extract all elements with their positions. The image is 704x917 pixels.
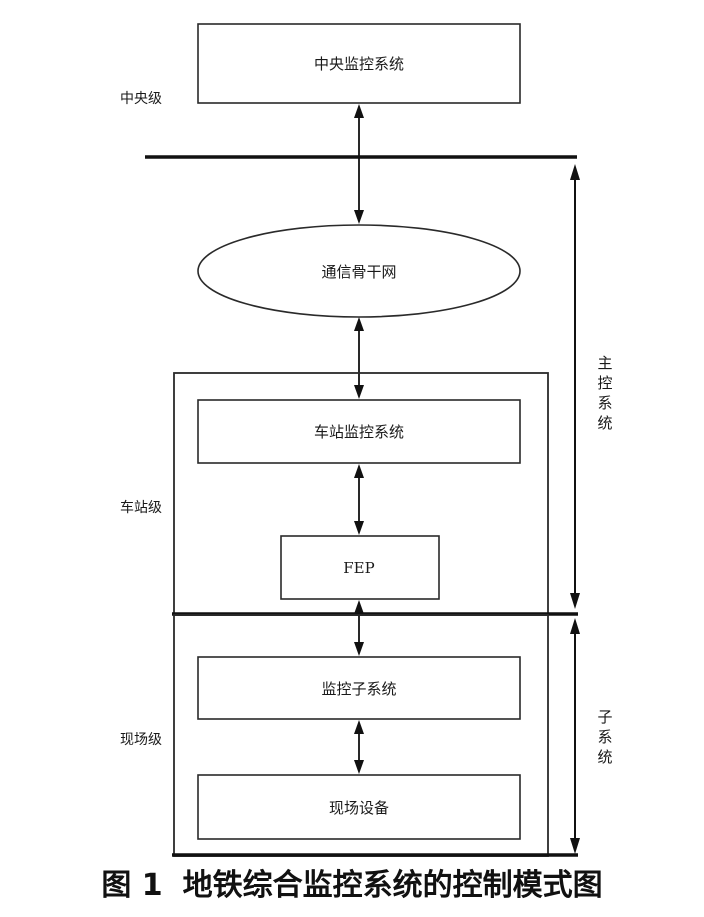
- field-level-label: 现场级: [120, 732, 162, 748]
- central-monitoring-system-label: 中央监控系统: [314, 55, 404, 73]
- fep-box: [280, 535, 440, 600]
- main-control-label-char-4: 统: [597, 414, 612, 432]
- station-monitoring-system-box: [197, 399, 521, 464]
- main-control-label-char-1: 主: [597, 354, 612, 372]
- subsystem-field-arrow: [354, 720, 364, 774]
- subsystem-side-label-char-1: 子: [597, 708, 612, 726]
- central-backbone-arrow: [354, 104, 364, 224]
- backbone-station-arrow: [354, 317, 364, 399]
- figure-caption: 图 1 地铁综合监控系统的控制模式图: [0, 864, 704, 908]
- figure-title: 地铁综合监控系统的控制模式图: [182, 868, 603, 903]
- monitoring-subsystem-label: 监控子系统: [321, 680, 396, 698]
- station-level-label: 车站级: [120, 499, 162, 516]
- subsystem-side-label-char-2: 系: [597, 728, 612, 746]
- subsystem-side-label-char-3: 统: [597, 748, 612, 766]
- station-fep-arrow: [354, 464, 364, 535]
- central-monitoring-system-box: [197, 23, 521, 104]
- main-control-label-char-2: 控: [597, 374, 612, 392]
- station-monitoring-system-label: 车站监控系统: [314, 423, 404, 441]
- main-control-label-char-3: 系: [597, 394, 612, 412]
- field-equipment-box: [197, 774, 521, 840]
- figure-number: 图 1: [101, 868, 163, 903]
- fep-subsystem-arrow: [354, 600, 364, 656]
- subsystem-dimension-arrow: [570, 618, 580, 854]
- central-level-label: 中央级: [120, 91, 162, 107]
- control-mode-diagram: 中央监控系统 中央级 通信骨干网 车站级 车站监控系统 FEP 现场级: [120, 23, 613, 857]
- field-equipment-label: 现场设备: [329, 799, 389, 817]
- monitoring-subsystem-box: [197, 656, 521, 720]
- fep-label: FEP: [343, 559, 374, 577]
- main-control-dimension-arrow: [570, 164, 580, 609]
- backbone-network-label: 通信骨干网: [321, 263, 396, 281]
